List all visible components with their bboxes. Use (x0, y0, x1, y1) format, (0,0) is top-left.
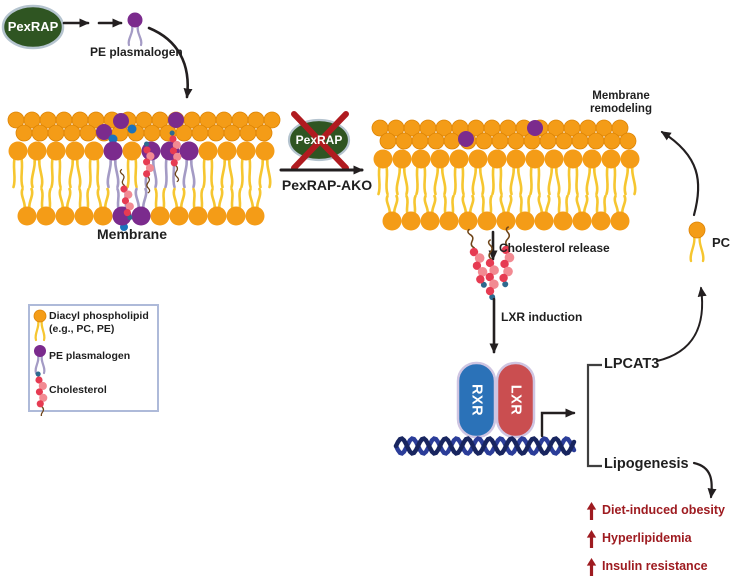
cholesterol-molecule (499, 226, 515, 288)
diacyl-phospholipid-icon (33, 309, 47, 342)
membrane-remodeling-label: Membrane remodeling (590, 90, 652, 116)
rxr-pill-label: RXR (468, 383, 485, 417)
red-x-icon (291, 111, 349, 171)
cholesterol-icon (35, 371, 48, 416)
rxr-lxr-complex (456, 361, 536, 439)
outcome-row: Hyperlipidemia (585, 528, 740, 556)
cholesterol-release-label: Cholesterol release (499, 241, 610, 255)
outcome-row: Diet-induced obesity (585, 500, 740, 528)
cholesterol-molecule (35, 371, 48, 416)
right-membrane (371, 119, 640, 231)
left-membrane (7, 111, 281, 231)
outcomes-list: Diet-induced obesity Hyperlipidemia Insu… (585, 500, 740, 584)
up-arrow-icon (586, 558, 597, 576)
outcome-row: Insulin resistance (585, 556, 740, 584)
pexrap-knockout (287, 111, 351, 171)
outcome-text: Insulin resistance (602, 559, 708, 573)
released-cholesterol (467, 226, 515, 301)
pexrap-synthesis (1, 4, 143, 50)
legend-item-plasmalogen-label: PE plasmalogen (49, 350, 131, 362)
pc-molecule (688, 221, 706, 263)
up-arrow-icon (586, 502, 597, 520)
outcome-text: Hyperlipidemia (602, 531, 692, 545)
up-arrow-icon (586, 530, 597, 548)
outcome-text: Diet-induced obesity (602, 503, 725, 517)
cholesterol-molecule (119, 168, 134, 221)
pc-label: PC (712, 235, 731, 250)
pexrap-enzyme-label: PexRAP (7, 19, 59, 34)
pe-plasmalogen-label: PE plasmalogen (90, 45, 183, 59)
dna-helix (393, 436, 577, 456)
pexrap-enzyme-oval (1, 4, 65, 50)
cholesterol-molecule (143, 141, 155, 194)
pexrap-knockout-enzyme-label: PexRAP (295, 133, 343, 147)
cholesterol-molecule (485, 239, 499, 301)
legend-item-cholesterol-label: Cholesterol (49, 384, 107, 396)
membrane-label: Membrane (97, 226, 168, 242)
lxr-induction-label: LXR induction (501, 310, 583, 324)
pexrap-ako-label: PexRAP-AKO (281, 177, 373, 193)
legend-item-diacyl-label: Diacyl phospholipid (e.g., PC, PE) (49, 310, 149, 335)
lxr-pill-label: LXR (507, 384, 524, 416)
targets-bracket (586, 363, 602, 468)
cholesterol-molecule (169, 130, 182, 183)
legend-box (28, 304, 159, 412)
pe-plasmalogen-molecule (127, 12, 143, 47)
pe-plasmalogen-icon (34, 345, 46, 375)
cholesterol-molecule (467, 228, 488, 288)
lxr-pill (495, 361, 536, 439)
lipogenesis-label: Lipogenesis (604, 456, 689, 472)
lpcat3-label: LPCAT3 (604, 356, 660, 372)
